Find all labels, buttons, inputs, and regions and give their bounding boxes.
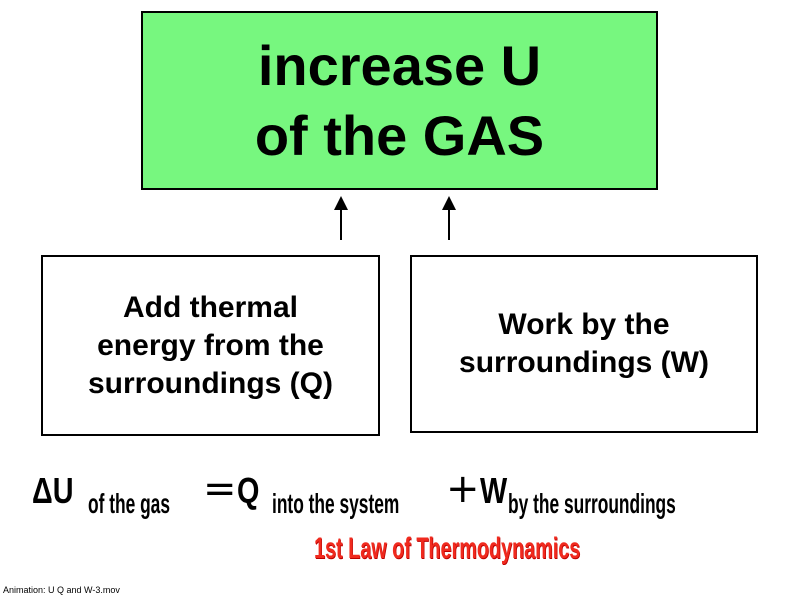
left-line-1: Add thermal (122, 290, 298, 324)
delta-u: ΔU (32, 470, 74, 511)
w-subscript: by the surroundings (508, 488, 676, 519)
arrow-up-icon (334, 196, 348, 240)
arrow-up-icon (442, 196, 456, 240)
animation-caption: Animation: U Q and W-3.mov (3, 585, 120, 595)
equals-sign: = (203, 466, 237, 512)
q-subscript: into the system (272, 488, 400, 519)
first-law-label: 1st Law of Thermodynamics (314, 532, 581, 565)
left-line-2: energy from the (97, 328, 324, 362)
plus-sign: + (446, 466, 480, 512)
u-subscript: of the gas (88, 488, 170, 519)
work-box: Work by the surroundings (W) (410, 255, 758, 433)
thermal-energy-box: Add thermal energy from the surroundings (… (41, 255, 380, 436)
left-line-3: surroundings (Q) (88, 366, 333, 400)
w-symbol: W (480, 470, 508, 511)
right-line-2: surroundings (W) (459, 346, 709, 379)
top-line-1: increase U (257, 33, 542, 97)
top-line-2: of the GAS (254, 103, 545, 167)
right-line-1: Work by the (498, 308, 670, 341)
q-symbol: Q (237, 470, 260, 511)
